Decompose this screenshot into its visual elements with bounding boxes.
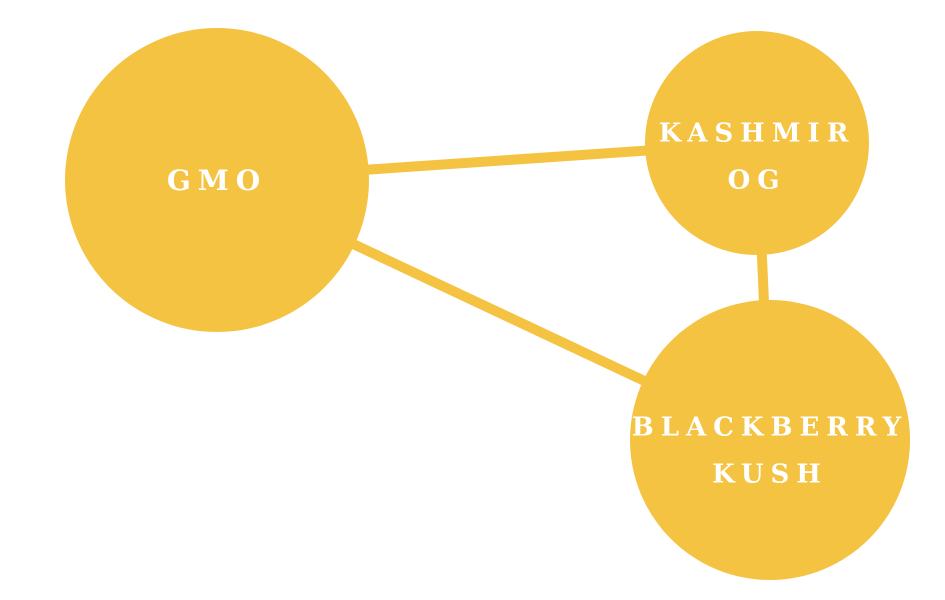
node-label-gmo: GMO bbox=[167, 164, 267, 197]
node-circle-kashmir-og[interactable] bbox=[645, 31, 869, 255]
node-circle-blackberry-kush[interactable] bbox=[630, 300, 910, 580]
node-circle-gmo[interactable] bbox=[65, 28, 369, 332]
graph-node-gmo[interactable]: GMO bbox=[65, 28, 369, 332]
